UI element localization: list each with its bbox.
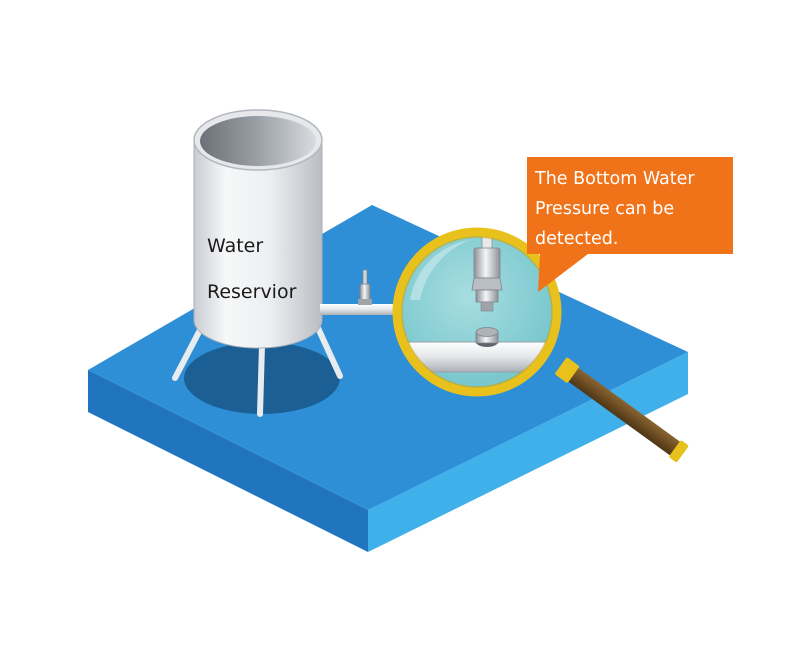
tank-leg [315, 325, 343, 379]
magnifying-glass-icon [392, 227, 689, 462]
lens-ring [392, 227, 562, 397]
magnifier-handle [555, 357, 689, 462]
tank-body [193, 139, 323, 349]
small-pressure-sensor-icon [358, 269, 372, 305]
platform-left-face [88, 370, 368, 552]
callout-line3: detected. [535, 229, 619, 249]
tank-leg [172, 327, 203, 381]
platform-top-face [88, 205, 688, 510]
callout-line2: Pressure can be [535, 199, 675, 219]
callout-box: The Bottom Water Pressure can be detecte… [527, 157, 733, 254]
callout-line1: The Bottom Water [535, 169, 695, 189]
water-tank: Water Reservior [172, 109, 343, 417]
pipe [320, 269, 420, 315]
pressure-sensor-icon [471, 232, 503, 312]
callout-pointer [538, 254, 588, 292]
tank-opening [200, 116, 316, 166]
tank-label-line2: Reservior [207, 281, 297, 303]
tank-leg [257, 342, 265, 417]
tank-label-line1: Water [207, 235, 263, 257]
tank-legs [172, 325, 343, 417]
lens-magnified-view [397, 232, 557, 373]
pipe-segment [320, 304, 420, 315]
